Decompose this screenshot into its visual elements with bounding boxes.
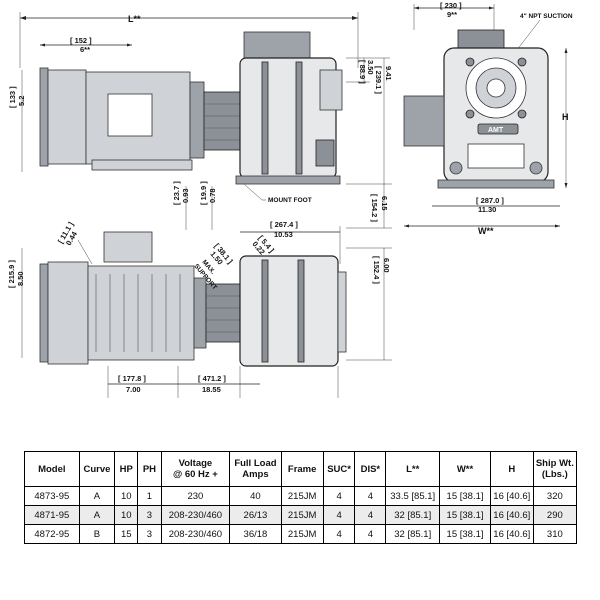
table-cell: 10 bbox=[114, 486, 139, 506]
table-cell: 15 [38.1] bbox=[439, 505, 491, 525]
column-header: Model bbox=[24, 451, 80, 487]
table-cell: 4 bbox=[354, 524, 387, 544]
dim-motor-width-mm: [ 215.9 ] bbox=[7, 260, 16, 288]
column-header: H bbox=[489, 451, 534, 487]
side-view: L** [ 152 ] 6** [ 133 ] 5.2 bbox=[8, 12, 393, 230]
label-suction: 4" NPT SUCTION bbox=[520, 13, 573, 20]
dim-center-height-in: 6.15 bbox=[380, 196, 389, 211]
pump-nameplate bbox=[477, 123, 519, 135]
table-cell: 4873-95 bbox=[24, 486, 80, 506]
table-cell: 10 bbox=[114, 505, 139, 525]
table-cell: 4 bbox=[354, 505, 387, 525]
label-mount-foot: MOUNT FOOT bbox=[268, 197, 312, 204]
column-header: Ship Wt.(Lbs.) bbox=[532, 451, 578, 487]
dim-motor-height-mm: [ 133 ] bbox=[8, 86, 17, 108]
table-cell: 4 bbox=[322, 524, 356, 544]
dim-center-height-mm: [ 154.2 ] bbox=[370, 194, 379, 222]
table-cell: 230 bbox=[160, 486, 231, 506]
table-cell: 15 [38.1] bbox=[439, 524, 491, 544]
column-header: Voltage@ 60 Hz + bbox=[160, 451, 231, 487]
table-cell: 1 bbox=[137, 486, 162, 506]
dim-pump-length-in: 10.53 bbox=[274, 230, 293, 239]
column-header: W** bbox=[439, 451, 491, 487]
dim-pump-width-in: 6.00 bbox=[382, 258, 391, 273]
column-header: PH bbox=[137, 451, 162, 487]
table-cell: 16 [40.6] bbox=[489, 524, 534, 544]
column-header: Curve bbox=[78, 451, 116, 487]
dim-suction-height-mm: [ 88.9 ] bbox=[358, 60, 367, 84]
dim-outlet-height-mm: [ 239.1 ] bbox=[374, 66, 383, 94]
dim-shaft-in: 6** bbox=[80, 45, 90, 54]
table-cell: 215JM bbox=[280, 524, 324, 544]
column-header: DIS* bbox=[354, 451, 387, 487]
table-cell: 16 [40.6] bbox=[489, 505, 534, 525]
table-cell: 15 bbox=[114, 524, 139, 544]
dim-pump-width-mm: [ 152.4 ] bbox=[372, 256, 381, 284]
table-cell: 26/13 bbox=[229, 505, 282, 525]
table-cell: 4 bbox=[322, 505, 356, 525]
dim-foot-offset1-in: 0.93 bbox=[181, 188, 190, 203]
column-header: HP bbox=[114, 451, 139, 487]
dimension-drawing: L** [ 152 ] 6** [ 133 ] 5.2 bbox=[7, 1, 573, 398]
dim-height-H: H bbox=[562, 112, 569, 122]
dim-motor-width-in: 8.50 bbox=[16, 271, 25, 286]
column-header: L** bbox=[385, 451, 441, 487]
table-cell: 3 bbox=[137, 524, 162, 544]
table-cell: 4872-95 bbox=[24, 524, 80, 544]
dim-base-width-in: 11.30 bbox=[478, 205, 496, 214]
column-header: SUC* bbox=[322, 451, 356, 487]
dim-mount-spacing-in: 18.55 bbox=[202, 385, 221, 394]
dim-suction-height-in: 3.50 bbox=[366, 60, 375, 75]
table-cell: 32 [85.1] bbox=[385, 524, 441, 544]
dim-foot-spacing-mm: [ 177.8 ] bbox=[118, 374, 146, 383]
dim-pump-length-mm: [ 267.4 ] bbox=[270, 220, 298, 229]
table-cell: 16 [40.6] bbox=[489, 486, 534, 506]
table-cell: 4 bbox=[354, 486, 387, 506]
table-cell: 215JM bbox=[280, 505, 324, 525]
table-cell: B bbox=[78, 524, 116, 544]
nameplate-text: AMT bbox=[488, 127, 504, 134]
dim-foot-spacing-in: 7.00 bbox=[126, 385, 141, 394]
dim-foot-offset2-mm: [ 19.9 ] bbox=[199, 181, 208, 205]
table-cell: A bbox=[78, 505, 116, 525]
table-cell: 15 [38.1] bbox=[439, 486, 491, 506]
dim-outlet-height-in: 9.41 bbox=[384, 66, 393, 81]
table-cell: 4 bbox=[322, 486, 356, 506]
dim-mount-spacing-mm: [ 471.2 ] bbox=[198, 374, 226, 383]
dim-overall-length: L** bbox=[128, 14, 141, 24]
motor-nameplate bbox=[107, 93, 153, 137]
table-cell: 32 [85.1] bbox=[385, 505, 441, 525]
table-cell: 310 bbox=[532, 524, 578, 544]
table-cell: 290 bbox=[532, 505, 578, 525]
dim-shaft-mm: [ 152 ] bbox=[70, 36, 92, 45]
table-cell: 208-230/460 bbox=[160, 505, 231, 525]
table-cell: 3 bbox=[137, 505, 162, 525]
suction-port bbox=[319, 69, 343, 111]
dim-foot-offset1-mm: [ 23.7 ] bbox=[172, 181, 181, 205]
table-cell: 36/18 bbox=[229, 524, 282, 544]
dim-base-width-mm: [ 287.0 ] bbox=[476, 196, 504, 205]
table-cell: 40 bbox=[229, 486, 282, 506]
table-cell: A bbox=[78, 486, 116, 506]
plan-view: [ 215.9 ] 8.50 [ 11.1 ] 0.44 [ 38.1 ] 1.… bbox=[7, 220, 392, 398]
dim-motor-height-in: 5.2 bbox=[17, 96, 26, 106]
dim-foot-offset2-in: 0.78 bbox=[208, 188, 217, 203]
table-cell: 33.5 [85.1] bbox=[385, 486, 441, 506]
table-cell: 215JM bbox=[280, 486, 324, 506]
dim-end-width-mm: [ 230 ] bbox=[440, 1, 462, 10]
dim-end-width-in: 9** bbox=[447, 10, 457, 19]
table-cell: 208-230/460 bbox=[160, 524, 231, 544]
table-cell: 4871-95 bbox=[24, 505, 80, 525]
dim-overall-width: W** bbox=[478, 226, 494, 236]
column-header: Frame bbox=[280, 451, 324, 487]
end-view: [ 230 ] 9** 4" NPT SUCTION AMT H [ 287.0… bbox=[403, 1, 573, 236]
table-cell: 320 bbox=[532, 486, 578, 506]
